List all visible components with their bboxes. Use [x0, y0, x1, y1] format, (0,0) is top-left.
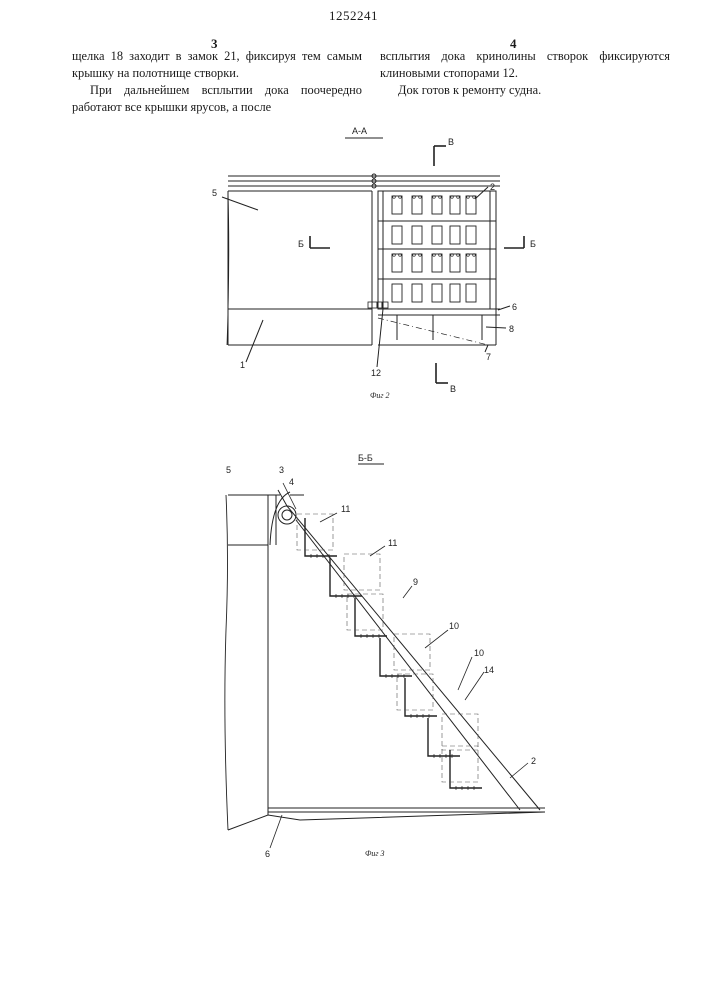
fig3-label-4: 4 — [289, 477, 294, 487]
fig2-cell — [450, 196, 460, 214]
fig2-cell — [432, 284, 442, 302]
fig2-label-2: 2 — [490, 182, 495, 192]
fig2-cell — [392, 254, 402, 272]
fig2-label-5: 5 — [212, 188, 217, 198]
fig2-cell — [466, 226, 476, 244]
fig2-cell — [392, 196, 402, 214]
fig2-label-v-top: В — [448, 137, 454, 147]
fig2-cell — [412, 284, 422, 302]
fig3-label-11b: 11 — [388, 538, 397, 548]
fig3-label-9: 9 — [413, 577, 418, 587]
fig2-label-b-left: Б — [298, 239, 304, 249]
fig2-label-12: 12 — [371, 368, 381, 378]
fig3-ghost-cover — [442, 746, 478, 782]
fig2-label-b-right: Б — [530, 239, 536, 249]
fig2-cell — [432, 254, 442, 272]
fig2-label-v-bottom: В — [450, 384, 456, 394]
fig2-cell — [450, 284, 460, 302]
fig2-cell — [412, 196, 422, 214]
fig3-label-3: 3 — [279, 465, 284, 475]
fig3-label-10b: 10 — [474, 648, 484, 658]
fig3-label-2: 2 — [531, 756, 536, 766]
fig2-label-7: 7 — [486, 352, 491, 362]
fig2-cell — [466, 196, 476, 214]
fig3-label-11a: 11 — [341, 504, 350, 514]
fig3-steps — [297, 514, 482, 790]
fig3-section-title: Б-Б — [358, 453, 373, 463]
fig3-caption: Фиг 3 — [365, 849, 385, 858]
fig3-label-10a: 10 — [449, 621, 459, 631]
fig3-label-5: 5 — [226, 465, 231, 475]
fig2-cell — [412, 226, 422, 244]
fig2-cell — [432, 226, 442, 244]
fig2-label-6: 6 — [512, 302, 517, 312]
fig2-label-1: 1 — [240, 360, 245, 370]
fig3-ghost-cover — [394, 634, 430, 670]
fig3-ghost-cover — [397, 674, 433, 710]
fig2-caption: Фиг 2 — [370, 391, 390, 400]
fig2-cell — [412, 254, 422, 272]
fig3-labels: Б-Б 5 3 4 11 11 9 10 10 14 2 6 Фиг 3 — [226, 453, 536, 859]
fig2-cell — [392, 284, 402, 302]
fig2-cell — [450, 226, 460, 244]
figure-3 — [225, 464, 545, 830]
fig2-cell — [466, 284, 476, 302]
fig2-label-8: 8 — [509, 324, 514, 334]
fig2-section-title: А-А — [352, 126, 367, 136]
fig3-label-14: 14 — [484, 665, 494, 675]
fig2-cell — [466, 254, 476, 272]
fig2-cell — [392, 226, 402, 244]
fig2-cell — [450, 254, 460, 272]
figure-2: А-А — [227, 126, 500, 345]
fig2-cell — [432, 196, 442, 214]
fig3-label-6: 6 — [265, 849, 270, 859]
fig3-ghost-cover — [344, 554, 380, 590]
figure-2-lower — [222, 146, 524, 383]
